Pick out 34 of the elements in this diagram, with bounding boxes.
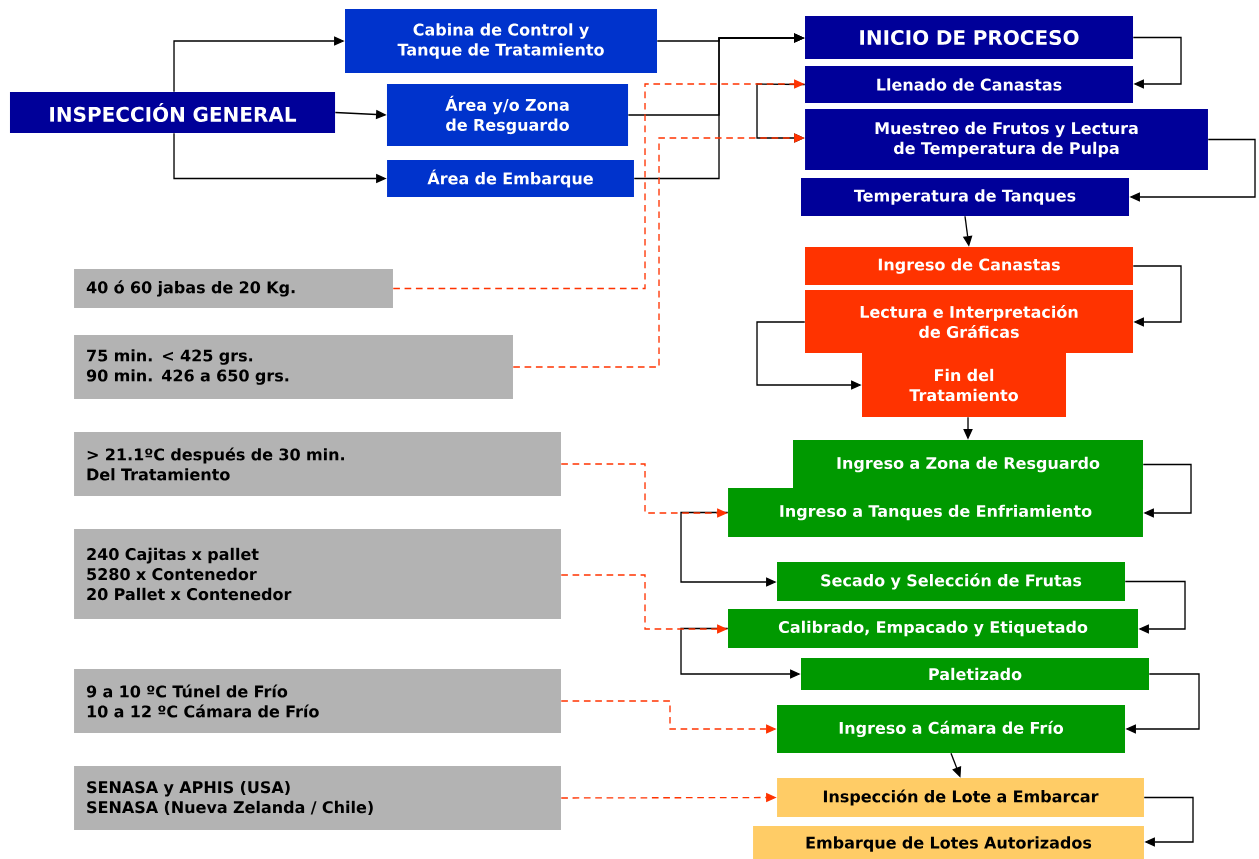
process-box: Inspección de Lote a Embarcar: [777, 778, 1144, 817]
node-label: Fin del Tratamiento: [909, 368, 1018, 402]
node-label: Ingreso a Zona de Resguardo: [837, 456, 1100, 473]
process-box: Muestreo de Frutos y Lectura de Temperatura de Pulpa: [805, 108, 1208, 171]
arrow: [1132, 36, 1182, 89]
arrow: [1142, 463, 1192, 518]
process-box: Ingreso a Tanques de Enfriamiento: [728, 487, 1143, 538]
process-box: Área y/o Zona de Resguardo: [387, 84, 629, 146]
process-box: Llenado de Canastas: [805, 65, 1133, 104]
process-box: Área de Embarque: [387, 159, 634, 198]
process-box: Paletizado: [801, 658, 1149, 690]
process-box: Lectura e Interpretación de Gráficas: [805, 290, 1133, 353]
process-box: Ingreso a Zona de Resguardo: [793, 439, 1143, 490]
process-box: Ingreso a Cámara de Frío: [777, 705, 1125, 753]
process-box: INICIO DE PROCESO: [805, 16, 1133, 59]
note-box: 240 Cajitas x pallet 5280 x Contenedor 20 Pallet x Contenedor: [74, 529, 561, 619]
note-box: > 21.1ºC después de 30 min. Del Tratamiento: [74, 432, 561, 496]
arrow: [1132, 265, 1182, 327]
arrow: [1143, 796, 1194, 847]
note-box: 75 min. < 425 grs. 90 min. 426 a 650 grs.: [74, 335, 513, 399]
note-box: 40 ó 60 jabas de 20 Kg.: [74, 269, 393, 308]
process-box: Calibrado, Empacado y Etiquetado: [728, 609, 1138, 648]
process-box: Temperatura de Tanques: [801, 178, 1129, 216]
process-box: Embarque de Lotes Autorizados: [753, 826, 1144, 859]
process-box: Fin del Tratamiento: [862, 353, 1066, 417]
arrow: [1124, 580, 1186, 634]
process-box: Cabina de Control y Tanque de Tratamiento: [345, 9, 657, 73]
note-box: 9 a 10 ºC Túnel de Frío 10 a 12 ºC Cámara de Frío: [74, 669, 561, 733]
process-box: INSPECCIÓN GENERAL: [9, 91, 336, 134]
note-box: SENASA y APHIS (USA) SENASA (Nueva Zelanda / Chile): [74, 766, 561, 830]
node-label: Ingreso a Tanques de Enfriamiento: [780, 504, 1092, 521]
node-label: Lectura e Interpretación de Gráficas: [860, 304, 1078, 339]
process-box: Ingreso de Canastas: [805, 247, 1133, 285]
process-box: Secado y Selección de Frutas: [777, 562, 1125, 601]
